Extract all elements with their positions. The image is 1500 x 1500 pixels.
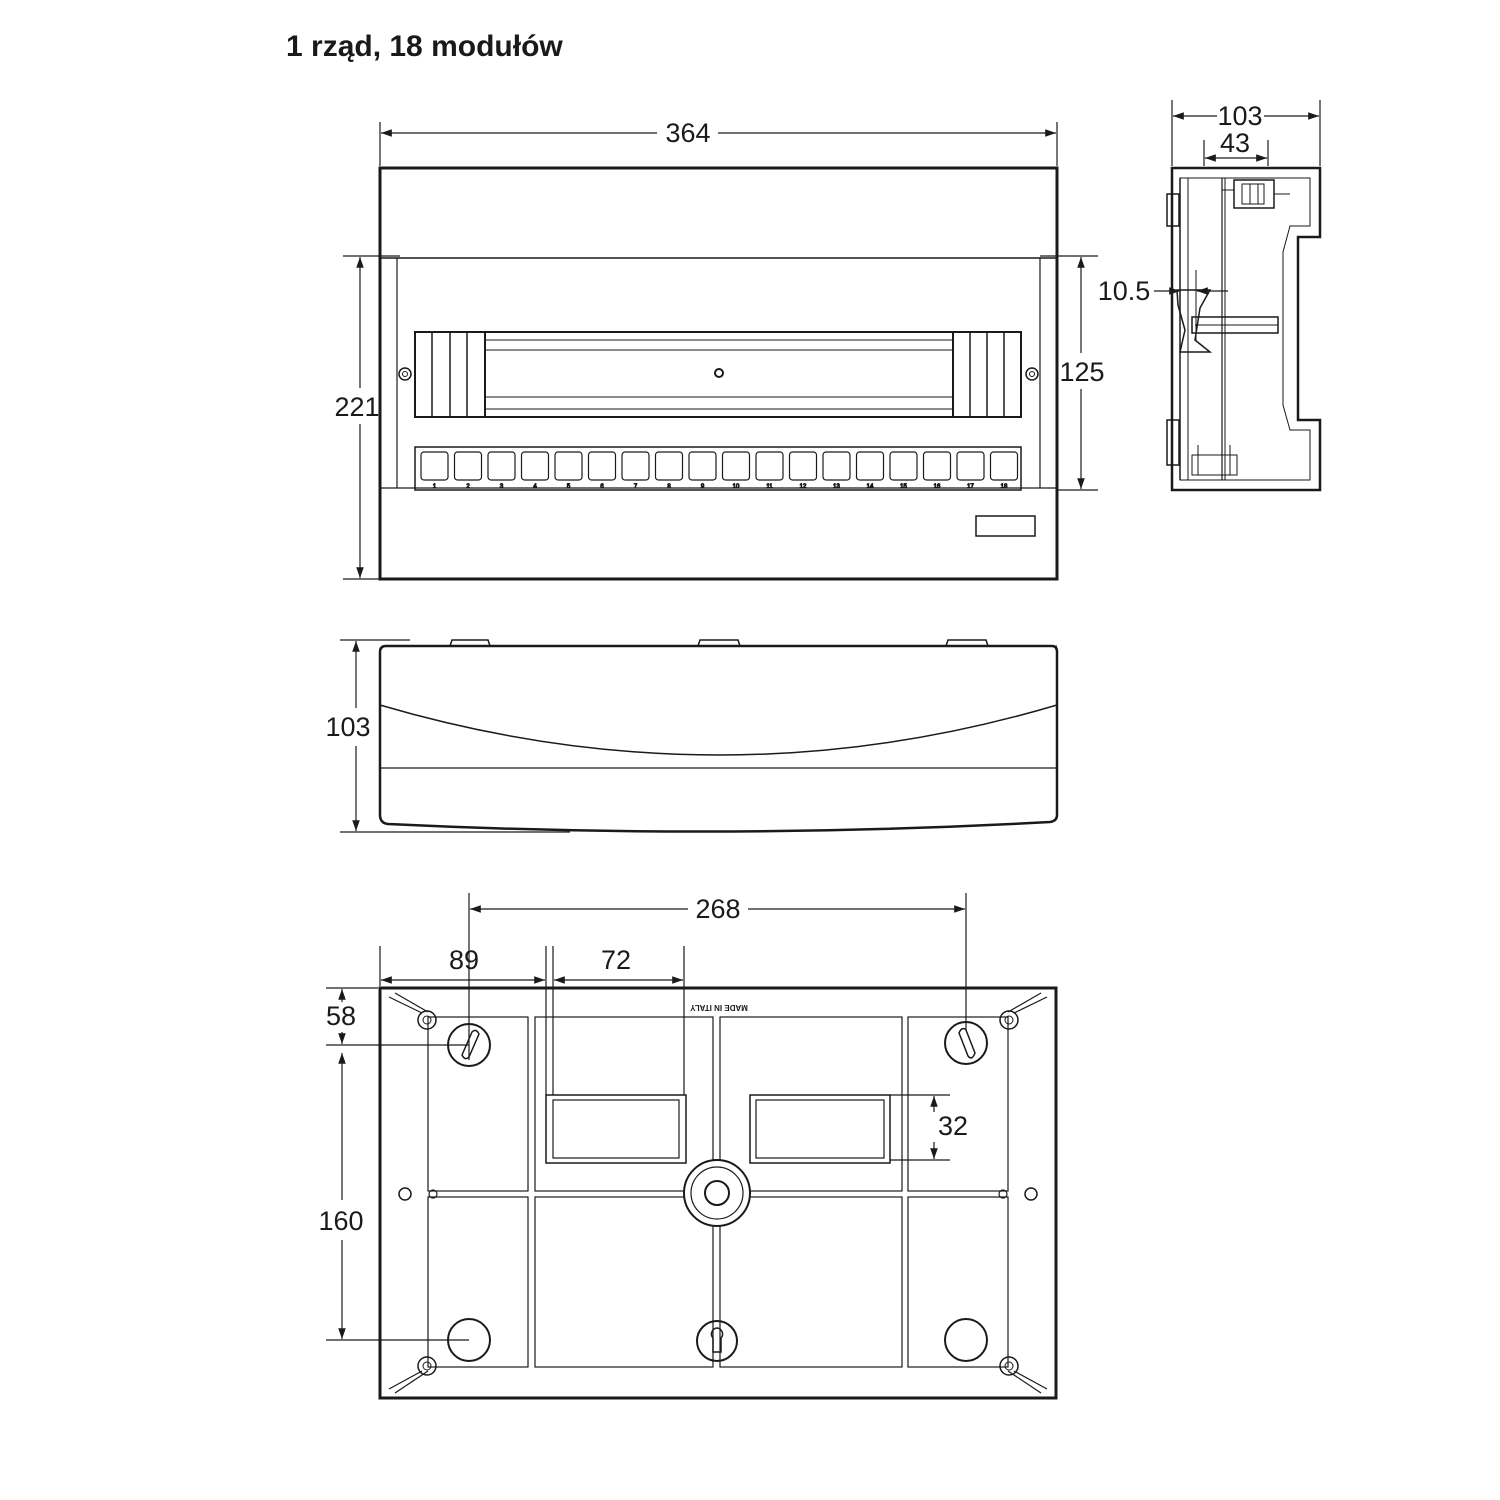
module-cell [922, 451, 952, 481]
dim-side-inner-depth: 43 [1220, 128, 1250, 158]
corner-boss-icon [417, 1010, 437, 1030]
center-screw [714, 368, 724, 378]
module-number: 7 [634, 484, 638, 490]
module-cell [788, 451, 818, 481]
hinge-screw-left [398, 367, 412, 381]
module-cell [453, 451, 483, 481]
module-number: 12 [800, 484, 807, 490]
cable-entry-icon [683, 1159, 751, 1227]
module-cell [587, 451, 617, 481]
dim-rear-hole-spacing: 268 [695, 894, 740, 924]
knockout-right [749, 1094, 891, 1164]
module-number: 3 [500, 484, 504, 490]
module-cell [420, 451, 449, 481]
module-cell [889, 451, 918, 481]
module-number: 5 [567, 484, 571, 490]
module-number: 6 [600, 484, 604, 490]
side-view [1166, 166, 1322, 492]
top-view [378, 639, 1059, 833]
dim-rear-knockout-width: 72 [601, 945, 631, 975]
module-number: 13 [833, 484, 840, 490]
dim-top-depth: 103 [325, 712, 370, 742]
keyhole-icon [696, 1320, 738, 1362]
front-dimensions [343, 122, 1098, 580]
hinge-screw-right [1025, 367, 1039, 381]
module-number: 10 [733, 484, 740, 490]
module-number: 2 [466, 484, 470, 490]
module-number: 11 [766, 484, 773, 490]
module-cell [721, 451, 751, 481]
module-number: 15 [900, 484, 907, 490]
corner-boss-icon [999, 1356, 1019, 1376]
module-cell [855, 451, 885, 481]
knockout-left [545, 1094, 687, 1164]
module-number: 8 [667, 484, 671, 490]
module-number: 1 [433, 484, 437, 490]
module-number: 17 [967, 484, 974, 490]
corner-boss-icon [999, 1010, 1019, 1030]
dim-rear-hole-spacing-y: 160 [318, 1206, 363, 1236]
side-dimensions [1154, 100, 1321, 295]
module-cell [755, 451, 784, 481]
rear-view [378, 986, 1058, 1400]
rear-dimensions [326, 893, 967, 1341]
dim-front-height: 221 [334, 392, 379, 422]
module-cell [822, 451, 851, 481]
dim-front-width: 364 [665, 118, 710, 148]
module-cell [688, 451, 717, 481]
top-dimensions [340, 639, 570, 833]
din-rail-section [1176, 289, 1213, 353]
page-title: 1 rząd, 18 modułów [286, 30, 563, 63]
rail-end-left [414, 331, 486, 418]
made-in-italy-stamp: MADE IN ITALY [689, 1003, 747, 1012]
module-cell [520, 451, 550, 481]
dim-rear-knockout-height: 32 [938, 1111, 968, 1141]
module-cell [487, 451, 516, 481]
module-cell [654, 451, 684, 481]
module-cell [554, 451, 583, 481]
module-cell [621, 451, 650, 481]
module-number: 18 [1001, 484, 1008, 490]
module-cell [956, 451, 985, 481]
module-number: 16 [934, 484, 941, 490]
corner-boss-icon [417, 1356, 437, 1376]
module-number: 9 [701, 484, 705, 490]
dim-rear-hole-offset-x: 89 [449, 945, 479, 975]
module-cell [989, 451, 1019, 481]
dim-side-depth: 103 [1217, 101, 1262, 131]
dim-rear-hole-offset-y: 58 [326, 1001, 356, 1031]
label-holder [975, 515, 1036, 537]
rail-end-right [952, 331, 1022, 418]
module-number: 4 [533, 484, 537, 490]
dim-side-rail-offset: 10.5 [1098, 276, 1151, 306]
dim-front-inner-height: 125 [1059, 357, 1104, 387]
mounting-hole-icon [944, 1318, 988, 1362]
module-number: 14 [867, 484, 874, 490]
